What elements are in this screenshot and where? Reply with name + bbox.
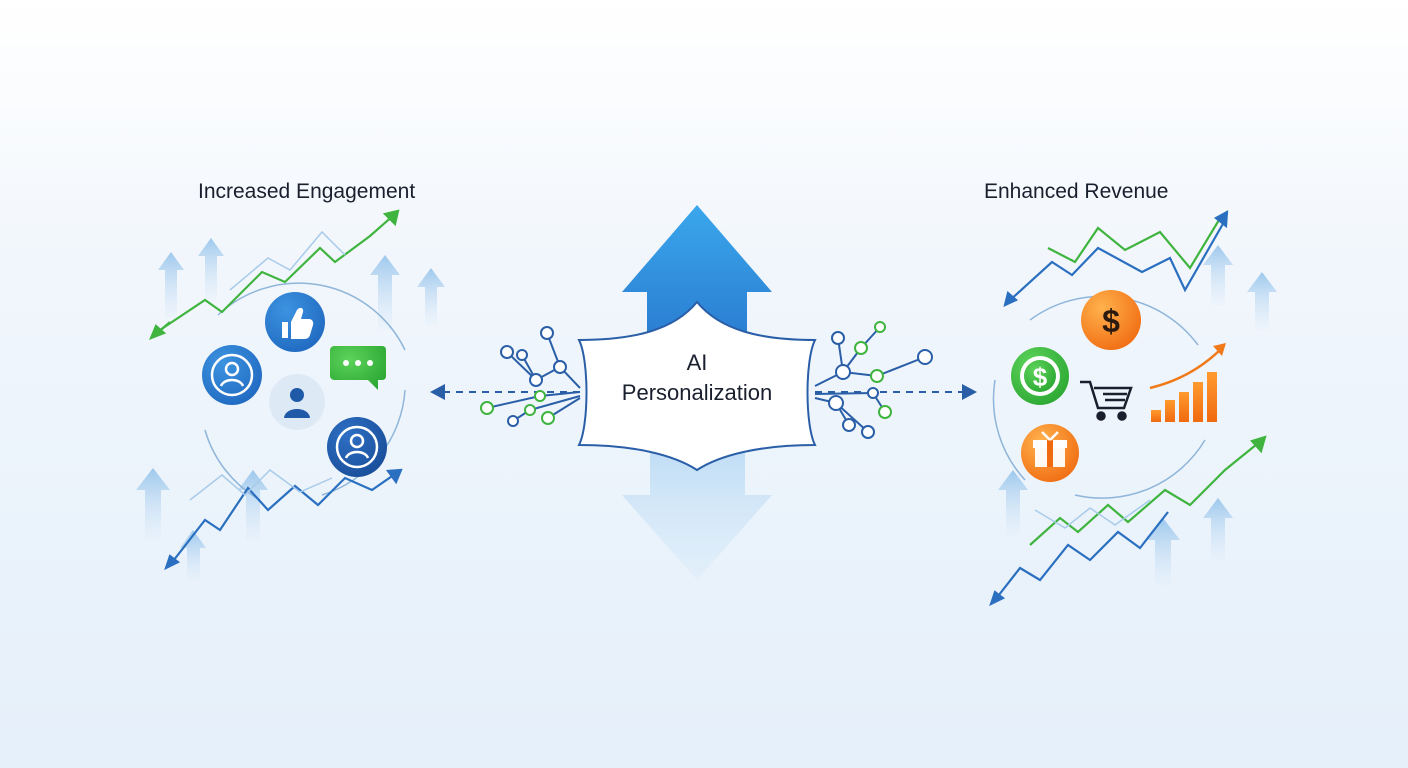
ai-personalization-node: [577, 300, 817, 472]
revenue-trend-top: [1003, 210, 1229, 307]
bar-chart-growth-icon: [1149, 343, 1226, 422]
center-label-line1: AI: [686, 350, 708, 375]
svg-text:$: $: [1033, 362, 1048, 392]
enhanced-revenue-title: Enhanced Revenue: [984, 180, 1169, 203]
shopping-cart-icon: [1080, 380, 1133, 421]
gift-box-icon: [1021, 424, 1079, 482]
dashed-arrow-right: [815, 384, 977, 400]
svg-text:$: $: [1102, 303, 1120, 339]
user-avatar-icon: [327, 417, 387, 477]
center-label-line2: Personalization: [621, 380, 773, 405]
dollar-coin-icon: $: [1081, 290, 1141, 350]
engagement-trend-bottom: [164, 468, 403, 571]
user-avatar-icon: [202, 345, 262, 405]
dollar-coin-icon: $: [1011, 347, 1069, 405]
revenue-ghost-arrows: [998, 245, 1277, 585]
increased-engagement-title: Increased Engagement: [198, 180, 416, 203]
user-avatar-icon: [269, 374, 325, 430]
chat-icon: [330, 346, 386, 390]
revenue-trend-bottom: [989, 435, 1267, 607]
like-icon: [265, 292, 325, 352]
network-graph-right: [814, 321, 933, 439]
center-up-arrow: [622, 205, 772, 345]
center-down-arrow: [622, 440, 772, 580]
dashed-arrow-left: [430, 384, 580, 400]
network-graph-left: [480, 326, 581, 427]
engagement-trend-top: [148, 209, 400, 340]
ai-personalization-label: AI Personalization: [588, 348, 806, 408]
